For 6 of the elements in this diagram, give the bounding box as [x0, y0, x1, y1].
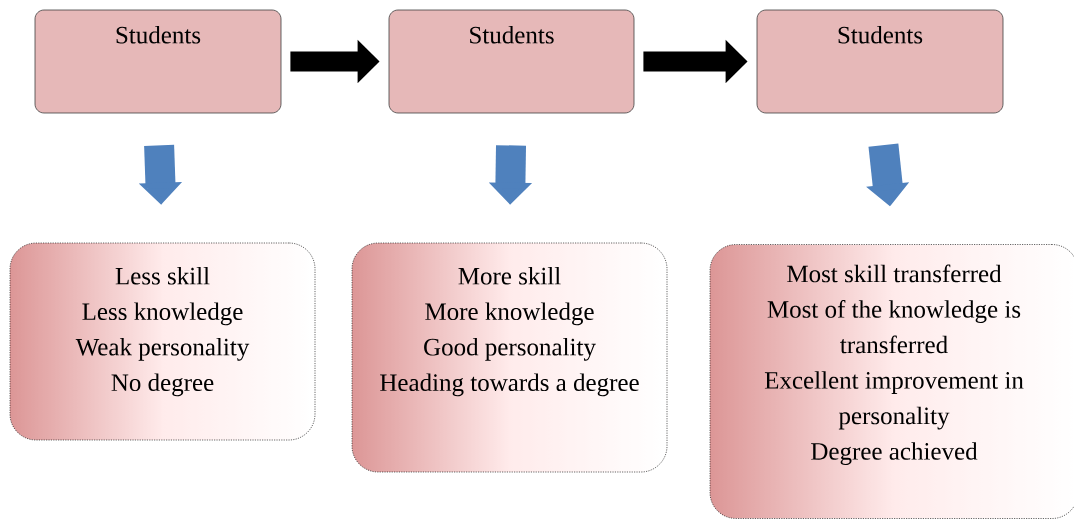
description-box: More skill More knowledge Good personality Heading towards a degree: [351, 242, 668, 473]
process-box: Students: [34, 9, 282, 114]
process-box: Students: [756, 9, 1004, 114]
description-box: Most skill transferred Most of the knowledge is transferred Excellent improvement in personality Degree achieved: [709, 244, 1074, 519]
description-box: Less skill Less knowledge Weak personality No degree: [9, 242, 316, 441]
process-box: Students: [388, 9, 635, 114]
